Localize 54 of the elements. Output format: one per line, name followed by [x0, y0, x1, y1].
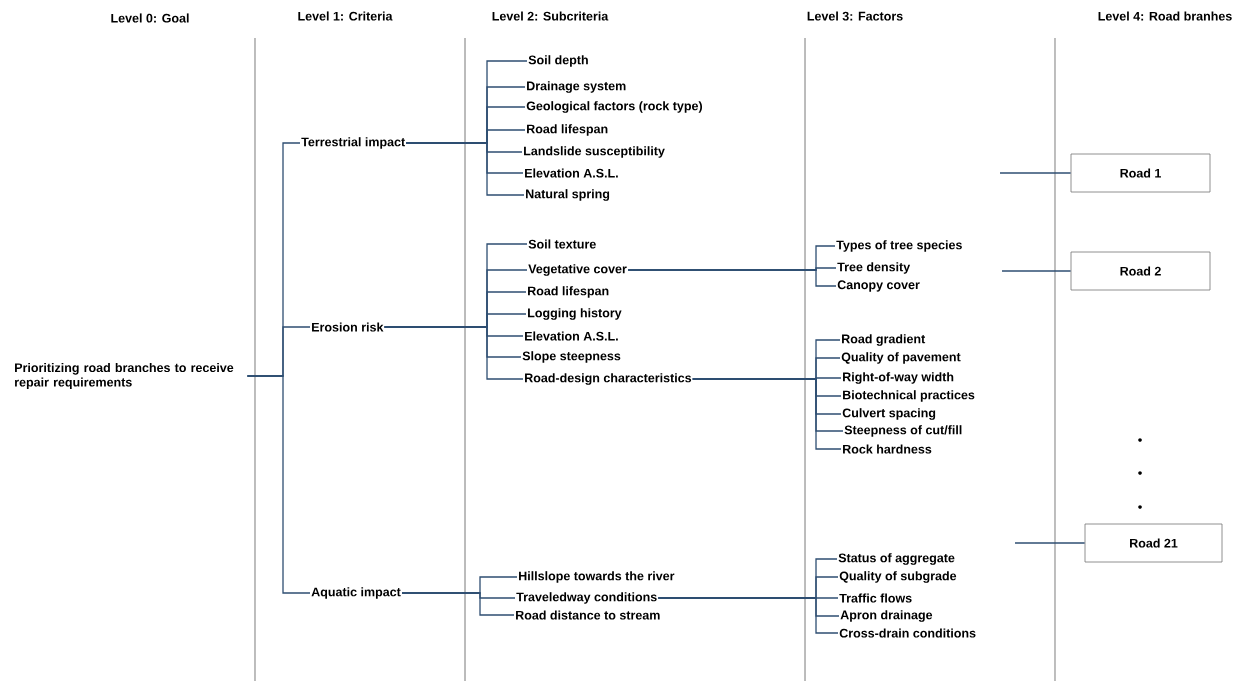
subcriterion-label: Road-design characteristics	[525, 373, 692, 385]
subcriterion-label: Elevation A.S.L.	[525, 168, 618, 178]
subcriterion-label: Road lifespan	[528, 286, 609, 298]
criterion-label: Aquatic impact	[311, 587, 401, 599]
subcriterion-label: Drainage system	[527, 81, 626, 93]
factor-label: Traffic flows	[839, 593, 912, 603]
level-heading: Level 3: Factors	[807, 11, 903, 21]
factor-label: Cross-drain conditions	[839, 628, 976, 638]
factor-label: Status of aggregate	[838, 553, 955, 565]
factor-label: Tree density	[837, 262, 911, 274]
connector-line	[401, 592, 515, 616]
level-heading: Level 0: Goal	[111, 13, 189, 23]
subcriterion-label: Road distance to stream	[516, 610, 660, 620]
factor-label: Steepness of cut/fill	[844, 425, 962, 437]
factor-label: Culvert spacing	[842, 408, 936, 420]
subcriterion-label: Slope steepness	[522, 351, 621, 363]
subcriterion-label: Natural spring	[526, 189, 610, 201]
connector-line	[1001, 270, 1072, 272]
level-heading: Level 4: Road branhes	[1098, 11, 1232, 21]
goal-text: Prioritizing road branches to receive repair requirements	[15, 362, 234, 390]
connector-line	[657, 597, 839, 634]
factor-label: Quality of pavement	[841, 352, 961, 364]
factor-label: Quality of subgrade	[839, 571, 957, 583]
subcriterion-label: Geological factors (rock type)	[526, 101, 702, 113]
subcriterion-label: Vegetative cover	[528, 264, 627, 276]
criterion-label: Terrestrial impact	[301, 137, 405, 149]
road-box: Road 21	[1084, 523, 1223, 563]
connector-line	[999, 172, 1072, 174]
level-heading: Level 1: Criteria	[298, 11, 393, 21]
connector-line	[384, 326, 524, 380]
factor-label: Road gradient	[842, 334, 926, 346]
subcriterion-label: Soil texture	[528, 239, 596, 249]
factor-label: Right-of-way width	[843, 372, 954, 384]
factor-label: Canopy cover	[837, 280, 920, 292]
factor-label: Biotechnical practices	[843, 390, 975, 402]
factor-label: Rock hardness	[843, 444, 932, 454]
road-box: Road 2	[1070, 251, 1211, 291]
subcriterion-label: Elevation A.S.L.	[525, 331, 618, 341]
factor-label: Apron drainage	[840, 610, 933, 622]
level-heading: Level 2: Subcriteria	[492, 11, 609, 21]
connector-line	[405, 142, 525, 196]
connector-line	[627, 269, 837, 287]
subcriterion-label: Landslide susceptibility	[524, 146, 665, 158]
connector-line	[246, 375, 311, 594]
connector-line	[692, 378, 842, 450]
road-box: Road 1	[1070, 153, 1211, 193]
subcriterion-label: Traveledway conditions	[516, 592, 657, 604]
factor-label: Types of tree species	[836, 240, 962, 252]
subcriterion-label: Hillslope towards the river	[519, 571, 675, 583]
subcriterion-label: Road lifespan	[527, 124, 608, 136]
connector-line	[1014, 542, 1086, 544]
subcriterion-label: Soil depth	[528, 55, 588, 67]
subcriterion-label: Logging history	[528, 308, 622, 320]
criterion-label: Erosion risk	[312, 322, 384, 332]
